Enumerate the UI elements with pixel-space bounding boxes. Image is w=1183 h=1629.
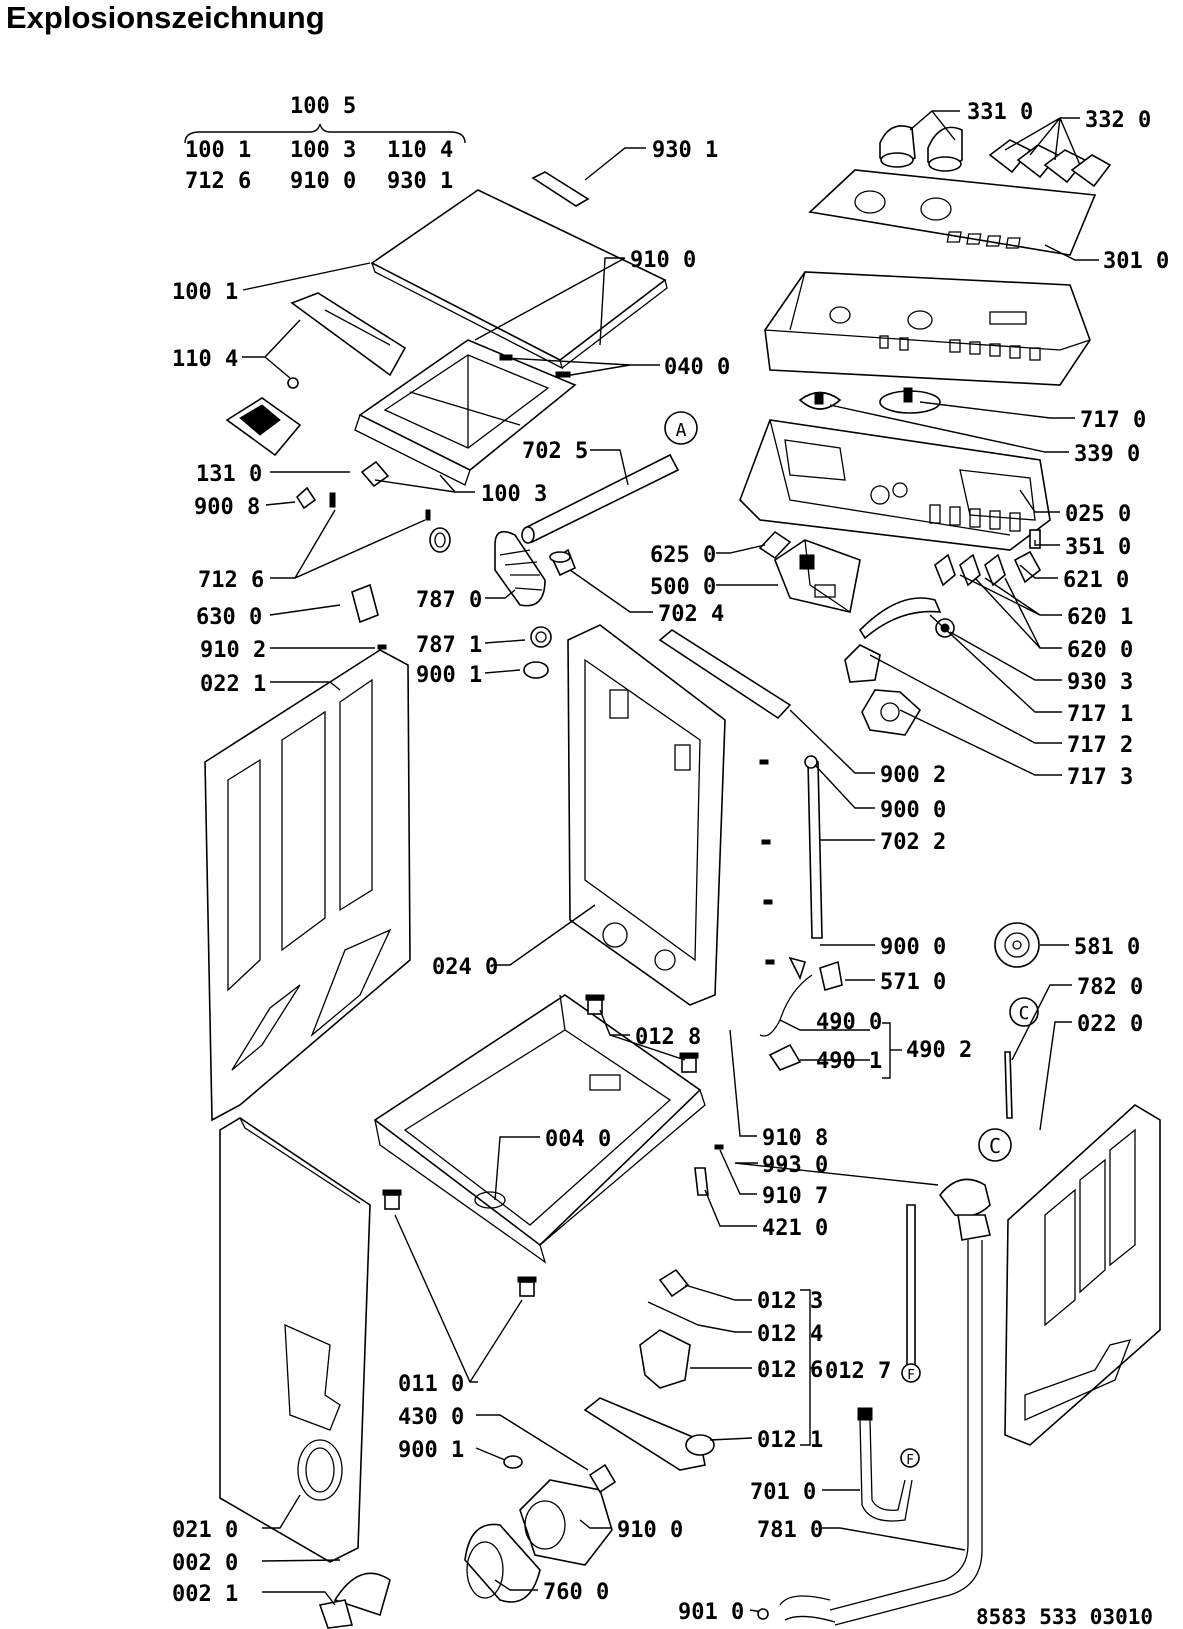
part-label: 910 7 [762,1184,828,1209]
part-label: 500 0 [650,575,716,600]
kit-member: 110 4 [387,138,453,163]
callout-markers: A C C F F [664,411,1039,1468]
drain-hoses-right [779,1178,991,1626]
part-label: 621 0 [1063,568,1129,593]
part-label: 910 8 [762,1126,828,1151]
part-label: 782 0 [1077,975,1143,1000]
part-label: 630 0 [196,605,262,630]
callout-marker: C [1019,1003,1030,1024]
part-label: 993 0 [762,1153,828,1178]
part-label: 900 0 [880,798,946,823]
part-label: 702 4 [658,602,724,627]
part-label: 025 0 [1065,502,1131,527]
kit-group-code: 100 5 [290,94,356,119]
part-label: 012 8 [635,1025,701,1050]
pump-parts-lower [318,1268,715,1629]
part-label: 712 6 [198,568,264,593]
part-label: 331 0 [967,100,1033,125]
base-frame [373,994,724,1297]
callout-marker: F [906,1453,914,1468]
side-panel-right [1004,1104,1161,1446]
part-label: 900 1 [398,1438,464,1463]
part-label: 100 1 [172,280,238,305]
part-label: 351 0 [1065,535,1131,560]
part-label: 930 1 [652,138,718,163]
part-label: 024 0 [432,955,498,980]
part-label: 011 0 [398,1372,464,1397]
control-panel-assembly [739,125,1112,736]
lid-assembly [225,171,668,486]
bracket-group-member: 012 3 [757,1289,823,1314]
bracket-group-code: 490 2 [906,1038,972,1063]
part-label: 100 3 [481,482,547,507]
side-panel-left [204,649,411,1122]
document-number: 8583 533 03010 [976,1605,1153,1629]
part-label: 781 0 [757,1518,823,1543]
part-label: 004 0 [545,1127,611,1152]
bracket-group-member: 012 4 [757,1322,823,1347]
part-label: 110 4 [172,347,238,372]
bracket-group-member: 490 0 [816,1010,882,1035]
part-label: 717 3 [1067,765,1133,790]
part-label: 022 0 [1077,1012,1143,1037]
part-label: 901 0 [678,1600,744,1625]
part-label: 717 2 [1067,733,1133,758]
part-label: 421 0 [762,1216,828,1241]
bracket-group-member: 012 1 [757,1428,823,1453]
hoses-and-small-parts-upper [295,453,680,679]
part-label: 717 0 [1080,408,1146,433]
bracket-group-member: 490 1 [816,1049,882,1074]
kit-member: 712 6 [185,169,251,194]
part-label: 930 3 [1067,670,1133,695]
part-label: 301 0 [1103,249,1169,274]
front-panel [219,1117,371,1563]
part-label: 430 0 [398,1405,464,1430]
part-label: 571 0 [880,970,946,995]
kit-member: 100 1 [185,138,251,163]
part-label: 339 0 [1074,442,1140,467]
hoses-right-middle [759,755,1040,1119]
part-label: 900 8 [194,495,260,520]
part-label: 910 0 [617,1518,683,1543]
part-label: 021 0 [172,1518,238,1543]
part-label: 900 0 [880,935,946,960]
part-label: 717 1 [1067,702,1133,727]
callout-marker: A [676,420,687,441]
part-label: 131 0 [196,462,262,487]
part-label: 002 1 [172,1582,238,1607]
part-label: 702 5 [522,439,588,464]
kit-member: 100 3 [290,138,356,163]
part-label: 910 0 [630,248,696,273]
part-label: 900 1 [416,663,482,688]
part-labels: 930 1 331 0 332 0 301 0 910 0 100 1 110 … [172,100,1169,1625]
callout-marker: C [989,1134,1001,1158]
part-label: 002 0 [172,1551,238,1576]
bracket-group-code: 012 7 [825,1359,891,1384]
kit-member: 910 0 [290,169,356,194]
bracket-group-member: 012 6 [757,1358,823,1383]
part-label: 760 0 [543,1580,609,1605]
part-label: 581 0 [1074,935,1140,960]
page-title: Explosionszeichnung [6,0,325,35]
kit-group: 100 5 100 1 100 3 110 4 712 6 910 0 930 … [185,94,453,194]
part-label: 900 2 [880,763,946,788]
part-label: 620 0 [1067,638,1133,663]
part-label: 040 0 [664,355,730,380]
bracket-group-labels: 490 2 490 0 490 1 012 7 012 3 012 4 012 … [757,1010,972,1453]
callout-marker: F [907,1368,915,1383]
part-label: 702 2 [880,830,946,855]
part-label: 701 0 [750,1480,816,1505]
part-label: 787 1 [416,633,482,658]
leader-lines [184,110,1099,1620]
part-label: 332 0 [1085,108,1151,133]
part-label: 620 1 [1067,605,1133,630]
part-label: 787 0 [416,588,482,613]
part-label: 022 1 [200,672,266,697]
rear-frame [567,624,792,1006]
part-label: 625 0 [650,543,716,568]
kit-member: 930 1 [387,169,453,194]
part-label: 910 2 [200,638,266,663]
